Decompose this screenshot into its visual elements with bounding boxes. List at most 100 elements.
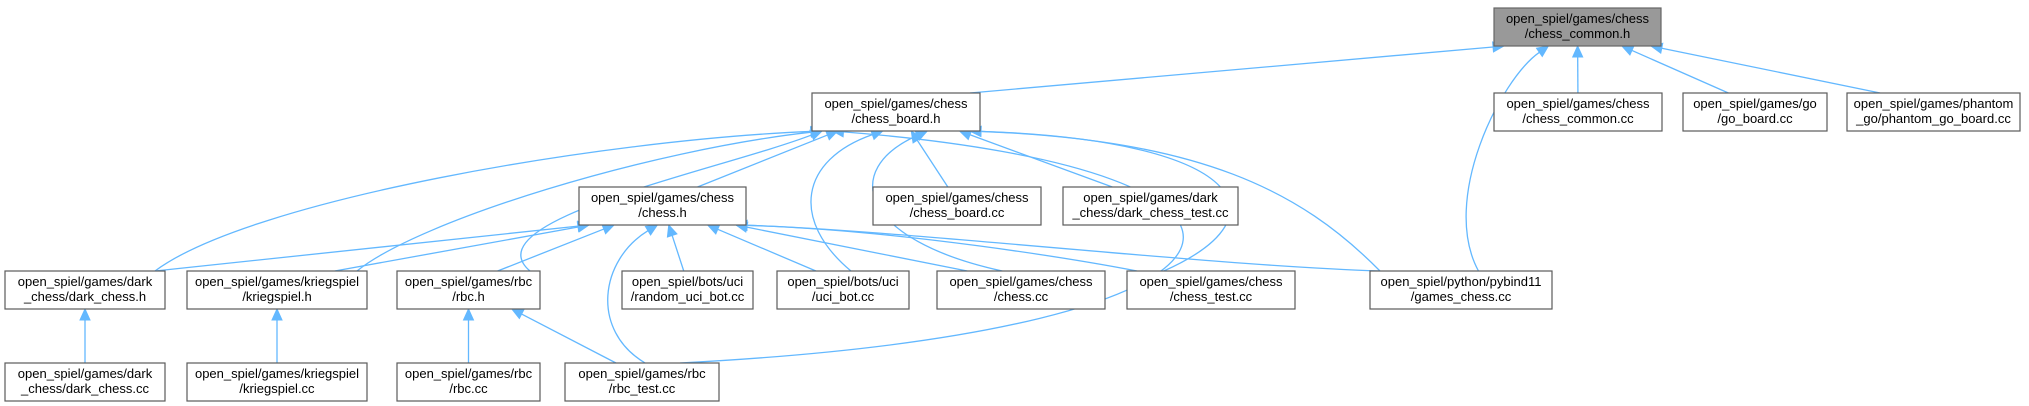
node-box	[811, 92, 981, 132]
node-box	[4, 362, 166, 402]
node-chess-h[interactable]: open_spiel/games/chess/chess.h	[578, 186, 747, 226]
node-box	[564, 362, 720, 402]
node-label-line: /chess_common.cc	[1522, 111, 1634, 126]
edge-rbc_test_cc-to-chess_h	[607, 224, 659, 364]
node-chess-cc[interactable]: open_spiel/games/chess/chess.cc	[936, 270, 1106, 310]
node-label-line: open_spiel/games/rbc	[405, 274, 533, 289]
node-label-line: /chess_common.h	[1525, 26, 1631, 41]
node-box	[396, 270, 541, 310]
arrowhead	[1571, 44, 1584, 58]
node-box	[4, 270, 166, 310]
node-chess-board-cc[interactable]: open_spiel/games/chess/chess_board.cc	[872, 186, 1042, 226]
node-label-line: open_spiel/games/chess	[824, 96, 968, 111]
edge-go_board_cc-to-chess_common_h	[1620, 45, 1729, 94]
node-box	[936, 270, 1106, 310]
node-label-line: open_spiel/python/pybind11	[1381, 274, 1542, 289]
edge-chess_common_cc-to-chess_common_h	[1571, 44, 1584, 94]
edge-line	[334, 226, 579, 272]
arrowhead	[462, 307, 475, 321]
edge-line	[356, 131, 812, 272]
edge-line	[746, 224, 1138, 272]
node-chess-board-h[interactable]: open_spiel/games/chess/chess_board.h	[811, 92, 981, 132]
node-box	[776, 270, 910, 310]
edge-line	[969, 46, 1494, 94]
edge-line	[717, 228, 817, 272]
node-chess-common-h[interactable]: open_spiel/games/chess/chess_common.h	[1493, 7, 1662, 47]
node-label-line: open_spiel/games/phantom	[1854, 96, 2014, 111]
node-label-line: open_spiel/games/dark	[18, 366, 153, 381]
edge-line	[1661, 47, 1881, 94]
node-box	[1493, 92, 1663, 132]
node-label-line: /rbc.h	[452, 289, 485, 304]
node-rbc-test-cc[interactable]: open_spiel/games/rbc/rbc_test.cc	[564, 362, 720, 402]
node-kriegspiel-h[interactable]: open_spiel/games/kriegspiel/kriegspiel.h	[186, 270, 368, 310]
node-label-line: /chess.h	[638, 205, 686, 220]
edge-line	[746, 224, 1381, 272]
node-label-line: /chess_board.cc	[910, 205, 1005, 220]
node-dark-chess-test-cc[interactable]: open_spiel/games/dark_chess/dark_chess_t…	[1062, 186, 1239, 226]
arrowhead	[510, 308, 525, 320]
arrowhead	[79, 307, 91, 321]
node-chess-test-cc[interactable]: open_spiel/games/chess/chess_test.cc	[1126, 270, 1296, 310]
edges-layer	[79, 41, 1881, 364]
node-go-board-cc[interactable]: open_spiel/games/go/go_board.cc	[1682, 92, 1828, 132]
arrowhead	[666, 223, 678, 238]
node-chess-common-cc[interactable]: open_spiel/games/chess/chess_common.cc	[1493, 92, 1663, 132]
node-box	[186, 362, 368, 402]
node-label-line: open_spiel/games/rbc	[578, 366, 706, 381]
edge-line	[697, 134, 828, 188]
node-label-line: open_spiel/games/kriegspiel	[195, 366, 359, 381]
arrowhead	[601, 223, 616, 235]
edge-line	[746, 226, 968, 272]
node-label-line: /rbc.cc	[449, 381, 488, 396]
edge-line	[680, 131, 1184, 364]
node-rbc-h[interactable]: open_spiel/games/rbc/rbc.h	[396, 270, 541, 310]
edge-line	[980, 130, 1381, 272]
node-label-line: _chess/dark_chess_test.cc	[1071, 205, 1229, 220]
node-box	[1846, 92, 2021, 132]
edge-line	[916, 139, 949, 188]
edge-line	[521, 313, 617, 364]
edge-line	[497, 228, 605, 272]
edge-line	[1631, 49, 1729, 94]
edge-line	[1465, 51, 1540, 272]
node-label-line: open_spiel/games/dark	[18, 274, 153, 289]
node-label-line: open_spiel/games/chess	[1506, 96, 1650, 111]
node-rbc-cc[interactable]: open_spiel/games/rbc/rbc.cc	[396, 362, 541, 402]
node-kriegspiel-cc[interactable]: open_spiel/games/kriegspiel/kriegspiel.c…	[186, 362, 368, 402]
edge-random_uci_bot_cc-to-chess_h	[666, 223, 685, 272]
edge-line	[154, 130, 812, 272]
edge-games_chess_cc-to-chess_h	[734, 219, 1381, 272]
node-label-line: /chess_test.cc	[1170, 289, 1253, 304]
node-label-line: open_spiel/games/dark	[1083, 190, 1218, 205]
node-label-line: /kriegspiel.h	[242, 289, 311, 304]
arrowhead	[1620, 45, 1635, 56]
arrowhead	[271, 307, 283, 321]
node-label-line: /chess.cc	[994, 289, 1049, 304]
node-box	[186, 270, 368, 310]
node-label-line: _go/phantom_go_board.cc	[1855, 111, 2011, 126]
node-label-line: open_spiel/games/chess	[1139, 274, 1283, 289]
node-dark-chess-h[interactable]: open_spiel/games/dark_chess/dark_chess.h	[4, 270, 166, 310]
node-label-line: open_spiel/games/rbc	[405, 366, 533, 381]
node-label-line: open_spiel/games/chess	[949, 274, 1093, 289]
edge-line	[810, 134, 873, 272]
node-random-uci-bot-cc[interactable]: open_spiel/bots/uci/random_uci_bot.cc	[621, 270, 754, 310]
node-label-line: open_spiel/games/go	[1693, 96, 1817, 111]
node-label-line: /random_uci_bot.cc	[631, 289, 745, 304]
node-box	[578, 186, 747, 226]
node-box	[1126, 270, 1296, 310]
edge-chess_cc-to-chess_h	[734, 221, 968, 272]
node-label-line: /uci_bot.cc	[812, 289, 875, 304]
edge-games_chess_cc-to-chess_common_h	[1465, 45, 1550, 272]
node-phantom-go-board-cc[interactable]: open_spiel/games/phantom_go/phantom_go_b…	[1846, 92, 2021, 132]
node-uci-bot-cc[interactable]: open_spiel/bots/uci/uci_bot.cc	[776, 270, 910, 310]
node-label-line: open_spiel/bots/uci	[787, 274, 898, 289]
node-label-line: /games_chess.cc	[1411, 289, 1512, 304]
node-label-line: open_spiel/games/chess	[591, 190, 735, 205]
node-games-chess-cc[interactable]: open_spiel/python/pybind11/games_chess.c…	[1369, 270, 1553, 310]
node-box	[621, 270, 754, 310]
node-dark-chess-cc[interactable]: open_spiel/games/dark_chess/dark_chess.c…	[4, 362, 166, 402]
edge-uci_bot_cc-to-chess_h	[706, 224, 817, 272]
